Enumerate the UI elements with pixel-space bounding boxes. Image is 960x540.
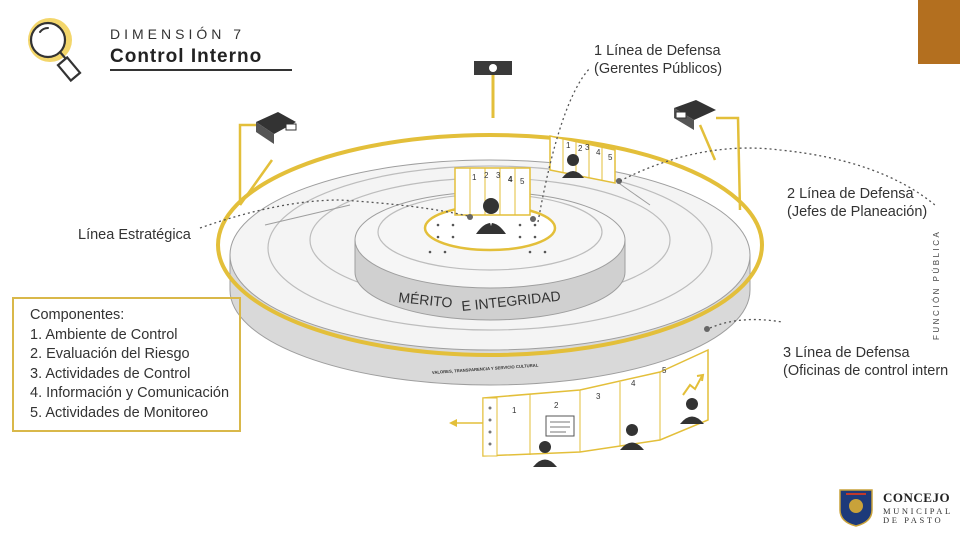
person-icon bbox=[620, 424, 644, 450]
bottom-panel-number: 3 bbox=[596, 392, 601, 401]
person-icon bbox=[476, 198, 506, 234]
component-item: 3. Actividades de Control bbox=[30, 365, 191, 382]
bottom-panel-number: 2 bbox=[554, 401, 559, 410]
annotation-line2-title: 2 Línea de Defensa bbox=[787, 186, 914, 202]
center-panel-number: 1 bbox=[472, 173, 477, 182]
marker-dot bbox=[467, 214, 473, 220]
annotation-line2-subtitle: (Jefes de Planeación) bbox=[787, 204, 928, 220]
top-panel-number: 1 bbox=[566, 141, 571, 150]
annotation-line3: 3 Línea de Defensa (Oficinas de control … bbox=[783, 344, 960, 380]
top-panel-number: 3 bbox=[585, 143, 590, 152]
annotation-line1-title: 1 Línea de Defensa bbox=[594, 43, 721, 59]
center-panel-number: 2 bbox=[484, 171, 489, 180]
bottom-panel-number: 4 bbox=[631, 379, 636, 388]
annotation-line3-title: 3 Línea de Defensa bbox=[783, 345, 910, 361]
center-panel-number: 5 bbox=[520, 177, 525, 186]
dot-grid bbox=[428, 223, 547, 254]
inner-cylinder bbox=[354, 191, 626, 321]
top-panel-number: 5 bbox=[608, 153, 613, 162]
marker-dot bbox=[704, 326, 710, 332]
marker-dot bbox=[616, 178, 622, 184]
center-panel-number: 3 bbox=[496, 171, 501, 180]
top-panel-number: 4 bbox=[596, 148, 601, 157]
annotation-line1-subtitle: (Gerentes Públicos) bbox=[594, 61, 723, 77]
annotation-line2: 2 Línea de Defensa (Jefes de Planeación) bbox=[787, 185, 927, 221]
trend-chart-icon bbox=[682, 373, 705, 396]
annotation-strategic: Línea Estratégica bbox=[78, 227, 191, 243]
components-heading: Componentes: bbox=[30, 307, 125, 323]
component-item: 1. Ambiente de Control bbox=[30, 326, 178, 343]
bottom-panel-number: 1 bbox=[512, 406, 517, 415]
person-icon bbox=[533, 441, 557, 467]
center-panel: 1 2 3 4 5 bbox=[454, 167, 531, 216]
logo-line2: MUNICIPAL bbox=[883, 506, 953, 516]
arrow-left-icon bbox=[449, 419, 483, 427]
components-list: Componentes: 1. Ambiente de Control 2. E… bbox=[30, 306, 229, 423]
component-item: 5. Actividades de Monitoreo bbox=[30, 404, 209, 421]
top-panel: 1 2 3 4 5 bbox=[549, 135, 616, 184]
corner-accent bbox=[918, 0, 960, 64]
leader-lines bbox=[199, 67, 936, 329]
component-item: 2. Evaluación del Riesgo bbox=[30, 346, 190, 362]
logo-shield-icon bbox=[839, 489, 873, 527]
person-icon bbox=[680, 398, 704, 424]
logo-line1: CONCEJO bbox=[883, 490, 951, 505]
annotation-line1: 1 Línea de Defensa (Gerentes Públicos) bbox=[594, 42, 722, 78]
components-box bbox=[12, 297, 241, 432]
dimension-label: DIMENSIÓN 7 bbox=[110, 26, 246, 42]
bracket-left bbox=[238, 123, 256, 205]
ring-text-merito: MÉRITO bbox=[398, 289, 454, 311]
vertical-label: FUNCIÓN PÚBLICA bbox=[932, 229, 941, 340]
title-underline bbox=[110, 69, 292, 71]
function-publica-vertical: FUNCIÓN PÚBLICA bbox=[918, 200, 941, 340]
page-title: Control Interno bbox=[110, 46, 263, 67]
magnifier-icon bbox=[28, 18, 82, 83]
bottom-panel: 1 2 3 4 5 bbox=[482, 348, 709, 457]
logo-line3: DE PASTO bbox=[883, 515, 944, 525]
marker-dot bbox=[530, 216, 536, 222]
book-icon bbox=[674, 100, 716, 130]
bracket-right bbox=[716, 116, 742, 211]
person-icon bbox=[562, 154, 584, 178]
component-item: 4. Información y Comunicación bbox=[30, 385, 230, 401]
bottom-panel-number: 5 bbox=[662, 366, 667, 375]
center-panel-number: 4 bbox=[508, 175, 513, 184]
top-connector-icon bbox=[474, 61, 512, 118]
book-icon bbox=[256, 112, 297, 144]
annotation-line3-subtitle: (Oficinas de control intern bbox=[783, 363, 949, 379]
document-icon bbox=[545, 415, 575, 437]
top-panel-number: 2 bbox=[578, 144, 583, 153]
